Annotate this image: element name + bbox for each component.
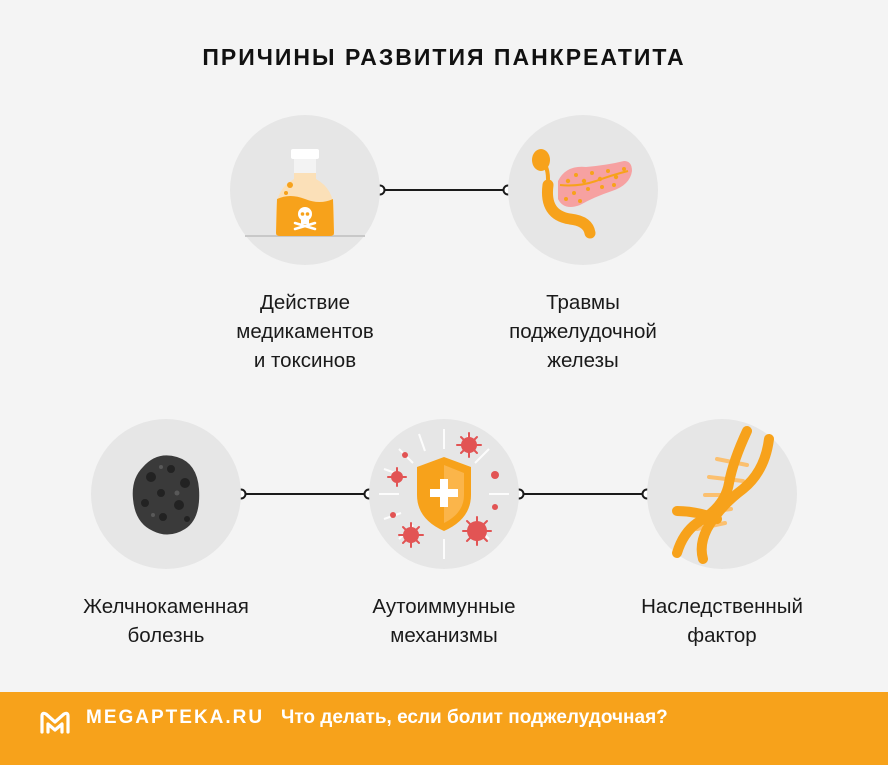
pancreas-icon [532, 149, 632, 239]
node-gallstone [91, 419, 241, 569]
label-heredity: Наследственный фактор [641, 595, 803, 647]
label-toxins: Действие медикаментов и токсинов [236, 291, 374, 372]
footer-brand[interactable]: MEGAPTEKA.RU [86, 707, 265, 728]
label-gallstone: Желчнокаменная болезнь [83, 595, 249, 647]
footer-article-link[interactable]: Что делать, если болит поджелудочная? [281, 707, 668, 728]
connector-autoimmune-heredity [513, 488, 653, 500]
gallstone-icon [132, 455, 200, 535]
label-trauma: Травмы поджелудочной железы [509, 291, 657, 372]
label-autoimmune: Аутоиммунные механизмы [372, 595, 516, 647]
connector-gallstone-autoimmune [235, 488, 375, 500]
page-title: ПРИЧИНЫ РАЗВИТИЯ ПАНКРЕАТИТА [202, 44, 686, 70]
connector-toxins-trauma [374, 184, 514, 196]
shield-virus-icon [379, 429, 509, 559]
connectors [235, 184, 653, 500]
megapteka-logo-icon [40, 711, 70, 734]
node-toxins [230, 115, 380, 265]
footer-bar: MEGAPTEKA.RU Что делать, если болит подж… [0, 692, 888, 765]
node-trauma [508, 115, 658, 265]
node-autoimmune [369, 419, 519, 569]
poison-bottle-icon [245, 149, 365, 237]
dna-icon [672, 426, 774, 564]
node-heredity [647, 419, 797, 569]
